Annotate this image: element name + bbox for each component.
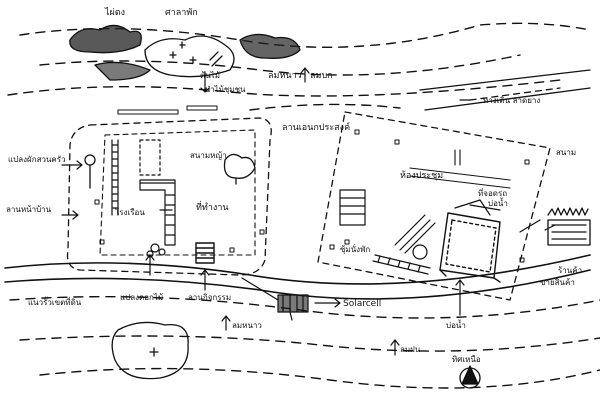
arrows-left [61, 160, 210, 291]
label-playground: ลานกิจกรรม [188, 293, 231, 302]
label-wind-top-note: ลมบก [310, 71, 333, 81]
label-wind-top: ลมหนาว [268, 71, 302, 81]
top-right-road [419, 69, 591, 111]
north-arrow-icon [459, 365, 481, 389]
label-bottom-path: แนวรั้วเขตที่ดิน [28, 296, 82, 307]
label-parking: ที่จอดรถ [478, 187, 507, 198]
label-grove-edge: ต้นไม้ [200, 71, 220, 80]
site-posts [94, 105, 265, 253]
label-shop-note: ขายสินค้า [540, 278, 575, 287]
label-north: ทิศเหนือ [452, 355, 481, 364]
site-boundary-left [66, 117, 272, 276]
site-inner-left [99, 129, 256, 256]
label-lawn: สนามหญ้า [190, 151, 227, 160]
label-bamboo: ไผ่ตง [104, 7, 125, 18]
label-training-hall: ห้องประชุม [400, 170, 443, 181]
forest-cluster [69, 24, 301, 81]
training-hall-building [439, 212, 501, 283]
label-school-building: ที่ทำงาน [196, 200, 229, 213]
vegetable-plots [111, 139, 176, 246]
label-vegetable: แปลงผักสวนครัว [8, 155, 66, 164]
central-tree [223, 153, 256, 185]
arrows-right [455, 219, 556, 316]
site-boundary-right [317, 111, 551, 301]
ramp-lines [394, 199, 501, 260]
label-hall-side: สนาม [556, 148, 576, 157]
label-rest-area: ซุ้มนั่งพัก [340, 243, 370, 254]
label-pavilion: ศาลาพัก [165, 8, 198, 18]
label-parking-note: บ่อน้ำ [488, 197, 508, 208]
label-garden-house: โรงเรือน [115, 207, 145, 217]
label-water-point: บ่อน้ำ [446, 319, 466, 330]
playground-structure [195, 242, 215, 264]
main-road [4, 254, 591, 300]
wind-arrows [200, 67, 471, 356]
label-road-right: ทางเดิน ลาดยาง [483, 96, 540, 105]
label-court: ลานเอนกประสงค์ [282, 121, 350, 133]
label-village-path: ลานหน้าบ้าน [6, 205, 52, 214]
solarcell-panel [241, 277, 341, 321]
label-wind-bottom2: ลมฝน [400, 345, 421, 354]
entry-tree-icon [84, 154, 96, 189]
label-shop: ร้านค้า [558, 266, 582, 275]
label-wind-bottom: ลมหนาว [232, 321, 262, 330]
bleachers [339, 189, 431, 275]
wind-lines [7, 22, 600, 389]
pond [111, 321, 189, 380]
label-flower-beds: แปลงดอกไม้ [120, 293, 163, 302]
sports-field [409, 149, 511, 189]
label-forest-area: ป่าไม้ชุมชน [205, 85, 246, 94]
shop-building [547, 207, 591, 246]
label-solarcell: Solarcell [343, 299, 381, 309]
right-posts [329, 129, 530, 263]
